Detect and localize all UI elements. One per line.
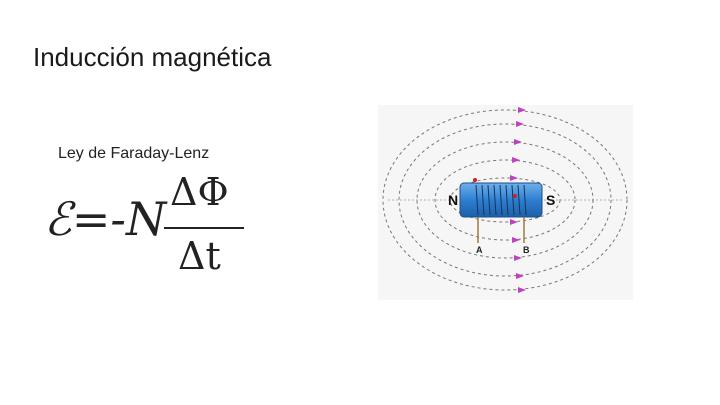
- fraction-bar: [164, 227, 244, 229]
- solenoid-field-diagram: N S A B: [378, 105, 633, 300]
- formula-denominator: Δt: [178, 234, 221, 278]
- arrow-bot-4: [516, 273, 524, 279]
- terminal-b-label: B: [523, 245, 530, 255]
- arrow-top-5: [518, 107, 526, 113]
- formula-numerator: ΔΦ: [170, 170, 229, 214]
- field-arrows: [510, 107, 526, 293]
- marker-red-1: [473, 178, 477, 182]
- arrow-bot-3: [514, 255, 522, 261]
- field-line-5: [382, 109, 628, 291]
- north-label: N: [448, 192, 458, 208]
- arrow-top-4: [516, 121, 524, 127]
- field-line-3: [416, 141, 594, 259]
- south-label: S: [546, 192, 555, 208]
- slide-title: Inducción magnética: [33, 42, 272, 72]
- arrow-top-1: [510, 175, 518, 181]
- marker-red-2: [513, 194, 517, 198]
- arrow-bot-1: [510, 219, 518, 225]
- field-line-4: [398, 123, 612, 277]
- arrow-top-3: [514, 139, 522, 145]
- arrow-top-2: [512, 157, 520, 163]
- field-lines: [382, 109, 628, 291]
- formula-lhs: ℰ=-N: [44, 192, 167, 246]
- solenoid-field-svg: N S A B: [378, 105, 633, 300]
- arrow-bot-5: [518, 287, 526, 293]
- coil-windings: [475, 184, 527, 216]
- faraday-formula: ℰ=-N ΔΦ Δt: [40, 170, 280, 280]
- wire-leads: [477, 217, 525, 243]
- arrow-bot-2: [512, 237, 520, 243]
- field-line-1: [449, 177, 561, 223]
- field-line-2: [434, 159, 576, 241]
- terminal-a-label: A: [476, 245, 483, 255]
- slide-subtitle: Ley de Faraday-Lenz: [58, 145, 210, 162]
